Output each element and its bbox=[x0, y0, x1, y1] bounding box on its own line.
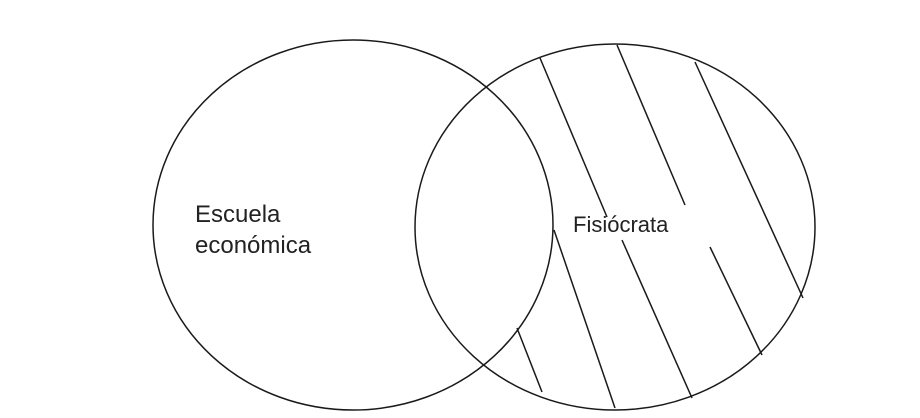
hatch-line bbox=[553, 229, 616, 409]
left-set-ellipse bbox=[152, 39, 554, 411]
right-set-ellipse bbox=[414, 43, 816, 411]
right-set-label: Fisiócrata bbox=[573, 212, 669, 237]
hatch-line bbox=[694, 61, 804, 299]
hatch-line bbox=[516, 327, 543, 393]
hatch-line bbox=[621, 239, 693, 399]
hatch-line bbox=[616, 44, 686, 206]
left-set-label: Escuela económica bbox=[195, 199, 311, 261]
left-set-label-line2: económica bbox=[195, 232, 312, 260]
left-set-label-line1: Escuela bbox=[195, 201, 281, 228]
hatch-line bbox=[539, 57, 608, 218]
hatch-line bbox=[709, 246, 763, 356]
hatching bbox=[516, 44, 804, 409]
